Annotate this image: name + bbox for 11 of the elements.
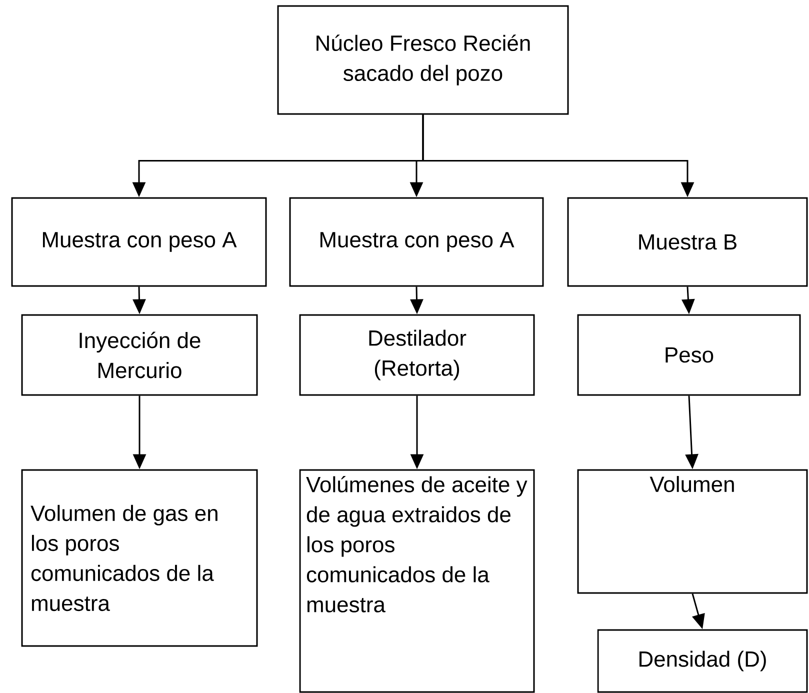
process-box: Muestra con peso A xyxy=(289,197,544,287)
process-box: Volúmenes de aceite y de agua extraidos de los poros comunicados de la muestra xyxy=(299,469,535,693)
process-box: Peso xyxy=(577,314,801,396)
process-box: Muestra con peso A xyxy=(11,197,267,287)
process-box: Núcleo Fresco Recién sacado del pozo xyxy=(277,5,569,115)
process-box: Destilador (Retorta) xyxy=(299,314,535,396)
process-box: Inyección de Mercurio xyxy=(21,314,258,396)
process-box: Densidad (D) xyxy=(597,629,808,693)
process-box: Volumen xyxy=(577,469,808,594)
process-box: Muestra B xyxy=(567,197,808,287)
process-box: Volumen de gas en los poros comunicados de la muestra xyxy=(21,469,258,647)
